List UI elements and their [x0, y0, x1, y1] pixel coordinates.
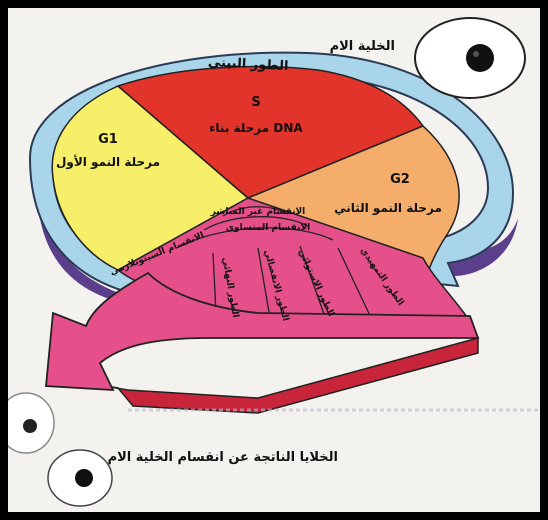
- mother-cell: [415, 18, 525, 98]
- division-arrow-side: [68, 338, 478, 413]
- mitosis-label: الانقسام المتساوي: [226, 223, 310, 233]
- cell-cycle-diagram: الخلية الام الطور البيني G1 مرحلة النمو …: [8, 8, 540, 512]
- g1-name: مرحلة النمو الأول: [56, 154, 160, 170]
- g1-symbol: G1: [98, 132, 118, 147]
- s-symbol: S: [251, 95, 260, 110]
- diagram-frame: الخلية الام الطور البيني G1 مرحلة النمو …: [8, 8, 540, 512]
- indirect-division-label: الانقسام غير المباشر: [210, 207, 305, 217]
- daughter-cells-label: الخلايا الناتجة عن انقسام الخلية الام: [108, 450, 338, 465]
- g2-name: مرحلة النمو الثاني: [334, 201, 442, 216]
- g2-symbol: G2: [390, 172, 410, 187]
- s-name: مرحلة بناء DNA: [209, 121, 303, 135]
- mother-cell-label: الخلية الام: [330, 39, 395, 54]
- daughter-cell-top: [8, 393, 54, 453]
- daughter-cell-bottom: [48, 450, 112, 506]
